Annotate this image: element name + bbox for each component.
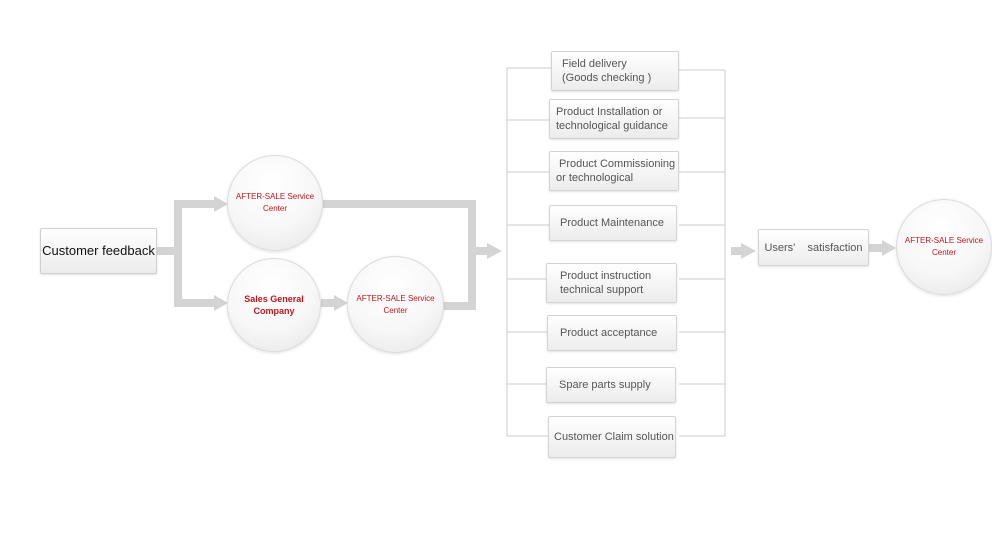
service-box-acceptance: Product acceptance xyxy=(547,315,677,351)
bracket-tick xyxy=(507,67,725,71)
service-label-line: or technological xyxy=(556,172,634,184)
arrow-head xyxy=(741,243,756,259)
node-label-line: AFTER-SALE Service xyxy=(235,192,315,201)
customer-feedback-label: Customer feedback xyxy=(42,243,155,258)
service-box-instruction: Product instruction technical support xyxy=(546,263,677,303)
service-label-line: Product Maintenance xyxy=(560,217,664,229)
arrow-head xyxy=(487,243,502,259)
service-label-line: Customer Claim solution xyxy=(554,431,674,443)
service-box-field-delivery: Field delivery (Goods checking ) xyxy=(551,51,679,91)
service-label-line: technical support xyxy=(560,284,644,296)
bracket-tick xyxy=(507,117,725,121)
after-sale-service-center-lower: AFTER-SALE Service Center xyxy=(347,256,444,353)
after-sale-service-center-upper: AFTER-SALE Service Center xyxy=(227,155,323,251)
customer-feedback-box: Customer feedback xyxy=(40,228,157,274)
service-box-claim-solution: Customer Claim solution xyxy=(548,416,676,458)
arrow-head xyxy=(214,295,228,311)
service-box-commissioning: Product Commissioning or technological xyxy=(549,151,679,191)
thick-flow-arrows xyxy=(157,200,884,310)
node-label-line: Center xyxy=(931,248,956,257)
users-satisfaction-box: Users' satisfaction xyxy=(758,229,869,266)
users-satisfaction-label: Users' satisfaction xyxy=(764,241,863,254)
arrow-heads xyxy=(214,196,896,311)
node-label-line: Center xyxy=(383,305,408,315)
split-to-sales-company-arrow xyxy=(174,251,216,307)
service-label-line: Product Commissioning xyxy=(559,158,676,170)
node-label-line: Company xyxy=(253,306,295,316)
arrow-head xyxy=(882,240,896,256)
service-box-maintenance: Product Maintenance xyxy=(549,205,677,241)
service-label-line: (Goods checking ) xyxy=(562,72,652,84)
service-label-line: technological guidance xyxy=(556,120,668,132)
split-to-upper-center-arrow xyxy=(174,200,216,303)
node-label-line: Center xyxy=(262,204,287,213)
node-label-line: Sales General xyxy=(244,294,304,304)
service-label-line: Product acceptance xyxy=(560,327,658,339)
service-box-spare-parts: Spare parts supply xyxy=(546,367,676,403)
thin-connectors xyxy=(506,67,726,437)
service-label-line: Product instruction xyxy=(560,270,652,282)
service-label-line: Spare parts supply xyxy=(559,379,651,391)
service-label-line: Product Installation or xyxy=(556,106,663,118)
service-box-installation: Product Installation or technological gu… xyxy=(549,99,679,139)
after-sale-service-center-final: AFTER-SALE Service Center xyxy=(896,199,992,295)
sales-general-company-node: Sales General Company xyxy=(227,258,321,352)
node-label-line: AFTER-SALE Service xyxy=(356,293,435,303)
service-label-line: Field delivery xyxy=(562,58,627,70)
arrow-head xyxy=(214,196,228,212)
node-label-line: AFTER-SALE Service xyxy=(904,236,984,245)
arrow-head xyxy=(334,295,348,311)
